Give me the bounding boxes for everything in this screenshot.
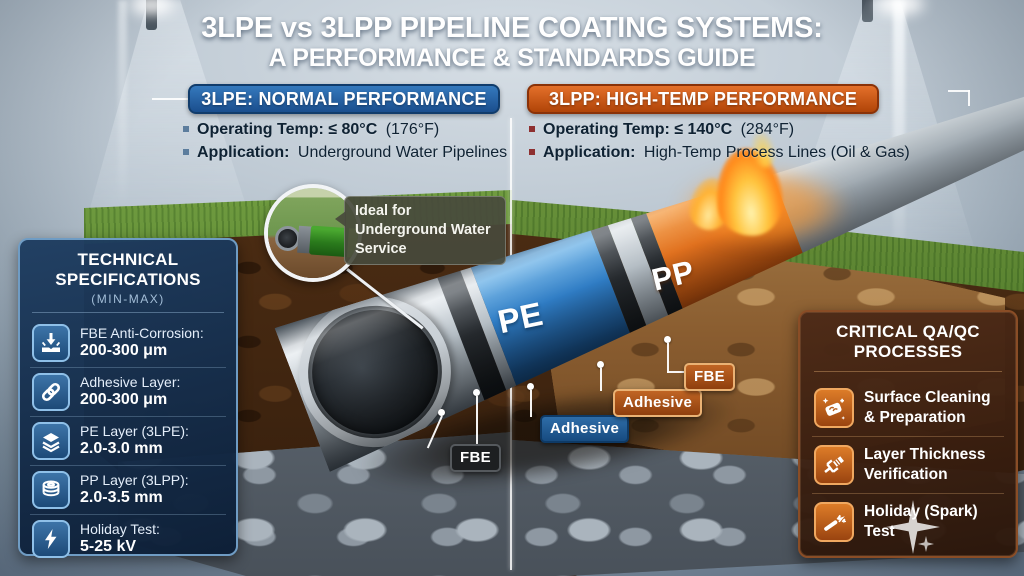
- leader-dot: [664, 336, 671, 343]
- coating-thickness-icon: [32, 323, 70, 362]
- bullet-marker: [529, 126, 535, 132]
- lamp-glow-right: [872, 0, 928, 18]
- panel-title: CRITICAL QA/QC PROCESSES: [836, 322, 980, 362]
- bullet-marker: [529, 149, 535, 155]
- chain-link-icon: [32, 372, 70, 411]
- lamp-fixture-right: [862, 0, 873, 22]
- bullet-marker: [183, 126, 189, 132]
- adhesive-chip-left: Adhesive: [540, 415, 630, 443]
- leader-line: [530, 390, 532, 417]
- leader-dot: [597, 361, 604, 368]
- spec-row: Adhesive Layer: 200-300 μm: [30, 366, 226, 416]
- page-title: 3LPE vs 3LPP PIPELINE COATING SYSTEMS:: [201, 12, 823, 44]
- badge-connector-right-h: [948, 90, 970, 92]
- qaqc-row: Layer Thickness Verification: [812, 435, 1004, 493]
- bullets-3lpp: Operating Temp: ≤ 140°C (284°F) Applicat…: [529, 121, 910, 167]
- leader-dot: [473, 389, 480, 396]
- badge-3lpe: 3LPE: NORMAL PERFORMANCE: [188, 84, 500, 114]
- surface-cleaning-icon: [814, 387, 854, 428]
- bullet-operating-temp: Operating Temp: ≤ 80°C (176°F): [183, 121, 507, 139]
- bullets-3lpe: Operating Temp: ≤ 80°C (176°F) Applicati…: [183, 121, 507, 167]
- inset-photo-circle: [264, 184, 362, 282]
- leader-line: [667, 343, 669, 373]
- fbe-chip-right: FBE: [684, 363, 735, 391]
- qaqc-label: Surface Cleaning & Preparation: [864, 389, 991, 426]
- spec-label: Adhesive Layer:: [80, 373, 181, 390]
- leader-line: [667, 371, 687, 373]
- spec-value: 2.0-3.5 mm: [80, 489, 163, 507]
- technical-specifications-panel: TECHNICAL SPECIFICATIONS (MIN-MAX) FBE A…: [18, 238, 238, 558]
- bullet-application: Application: Underground Water Pipelines: [183, 144, 507, 162]
- divider-rule: [32, 311, 224, 313]
- leader-dot: [438, 409, 445, 416]
- spec-value: 2.0-3.0 mm: [80, 440, 163, 458]
- spec-row: FBE Anti-Corrosion: 200-300 μm: [30, 319, 226, 367]
- spec-label: Holiday Test:: [80, 520, 160, 537]
- spec-label: PE Layer (3LPE):: [80, 422, 189, 439]
- spec-label: PP Layer (3LPP):: [80, 471, 189, 488]
- callout-bubble: Ideal for Underground Water Service: [335, 196, 506, 265]
- spec-label: FBE Anti-Corrosion:: [80, 324, 204, 341]
- leader-line: [476, 396, 478, 446]
- spec-row: PE Layer (3LPE): 2.0-3.0 mm: [30, 415, 226, 465]
- caliper-icon: [814, 444, 854, 485]
- spec-value: 5-25 kV: [80, 538, 137, 556]
- spec-row: PP Layer (3LPP): 2.0-3.5 mm: [30, 464, 226, 514]
- bullet-marker: [183, 149, 189, 155]
- lightning-icon: [32, 519, 70, 558]
- qaqc-panel: CRITICAL QA/QC PROCESSES Surface Cleanin…: [798, 310, 1018, 558]
- badge-connector-left: [152, 98, 190, 100]
- leader-dot: [527, 383, 534, 390]
- panel-title: TECHNICAL SPECIFICATIONS: [55, 250, 201, 290]
- panel-subtitle: (MIN-MAX): [91, 291, 165, 306]
- spec-value: 200-300 μm: [80, 342, 168, 360]
- bullet-operating-temp: Operating Temp: ≤ 140°C (284°F): [529, 121, 910, 139]
- pipe-fbe-ring-left: [433, 259, 511, 411]
- stacked-rings-icon: [32, 470, 70, 509]
- lamp-glow-left: [126, 0, 178, 18]
- qaqc-label: Holiday (Spark) Test: [864, 503, 978, 540]
- qaqc-label: Layer Thickness Verification: [864, 446, 986, 483]
- badge-connector-right-v: [968, 90, 970, 106]
- qaqc-row: Holiday (Spark) Test: [812, 492, 1004, 550]
- fbe-chip-left: FBE: [450, 444, 501, 472]
- light-streak-left: [118, 0, 127, 210]
- adhesive-chip-right: Adhesive: [613, 389, 703, 417]
- bullet-application: Application: High-Temp Process Lines (Oi…: [529, 144, 910, 162]
- divider-rule: [814, 370, 1002, 372]
- spark-test-icon: [814, 501, 854, 542]
- leader-line: [600, 368, 602, 391]
- spec-row: Holiday Test: 5-25 kV: [30, 513, 226, 563]
- badge-3lpp: 3LPP: HIGH-TEMP PERFORMANCE: [527, 84, 879, 114]
- page-subtitle: A PERFORMANCE & STANDARDS GUIDE: [268, 44, 756, 72]
- spec-value: 200-300 μm: [80, 391, 168, 409]
- layers-icon: [32, 421, 70, 460]
- qaqc-row: Surface Cleaning & Preparation: [812, 380, 1004, 436]
